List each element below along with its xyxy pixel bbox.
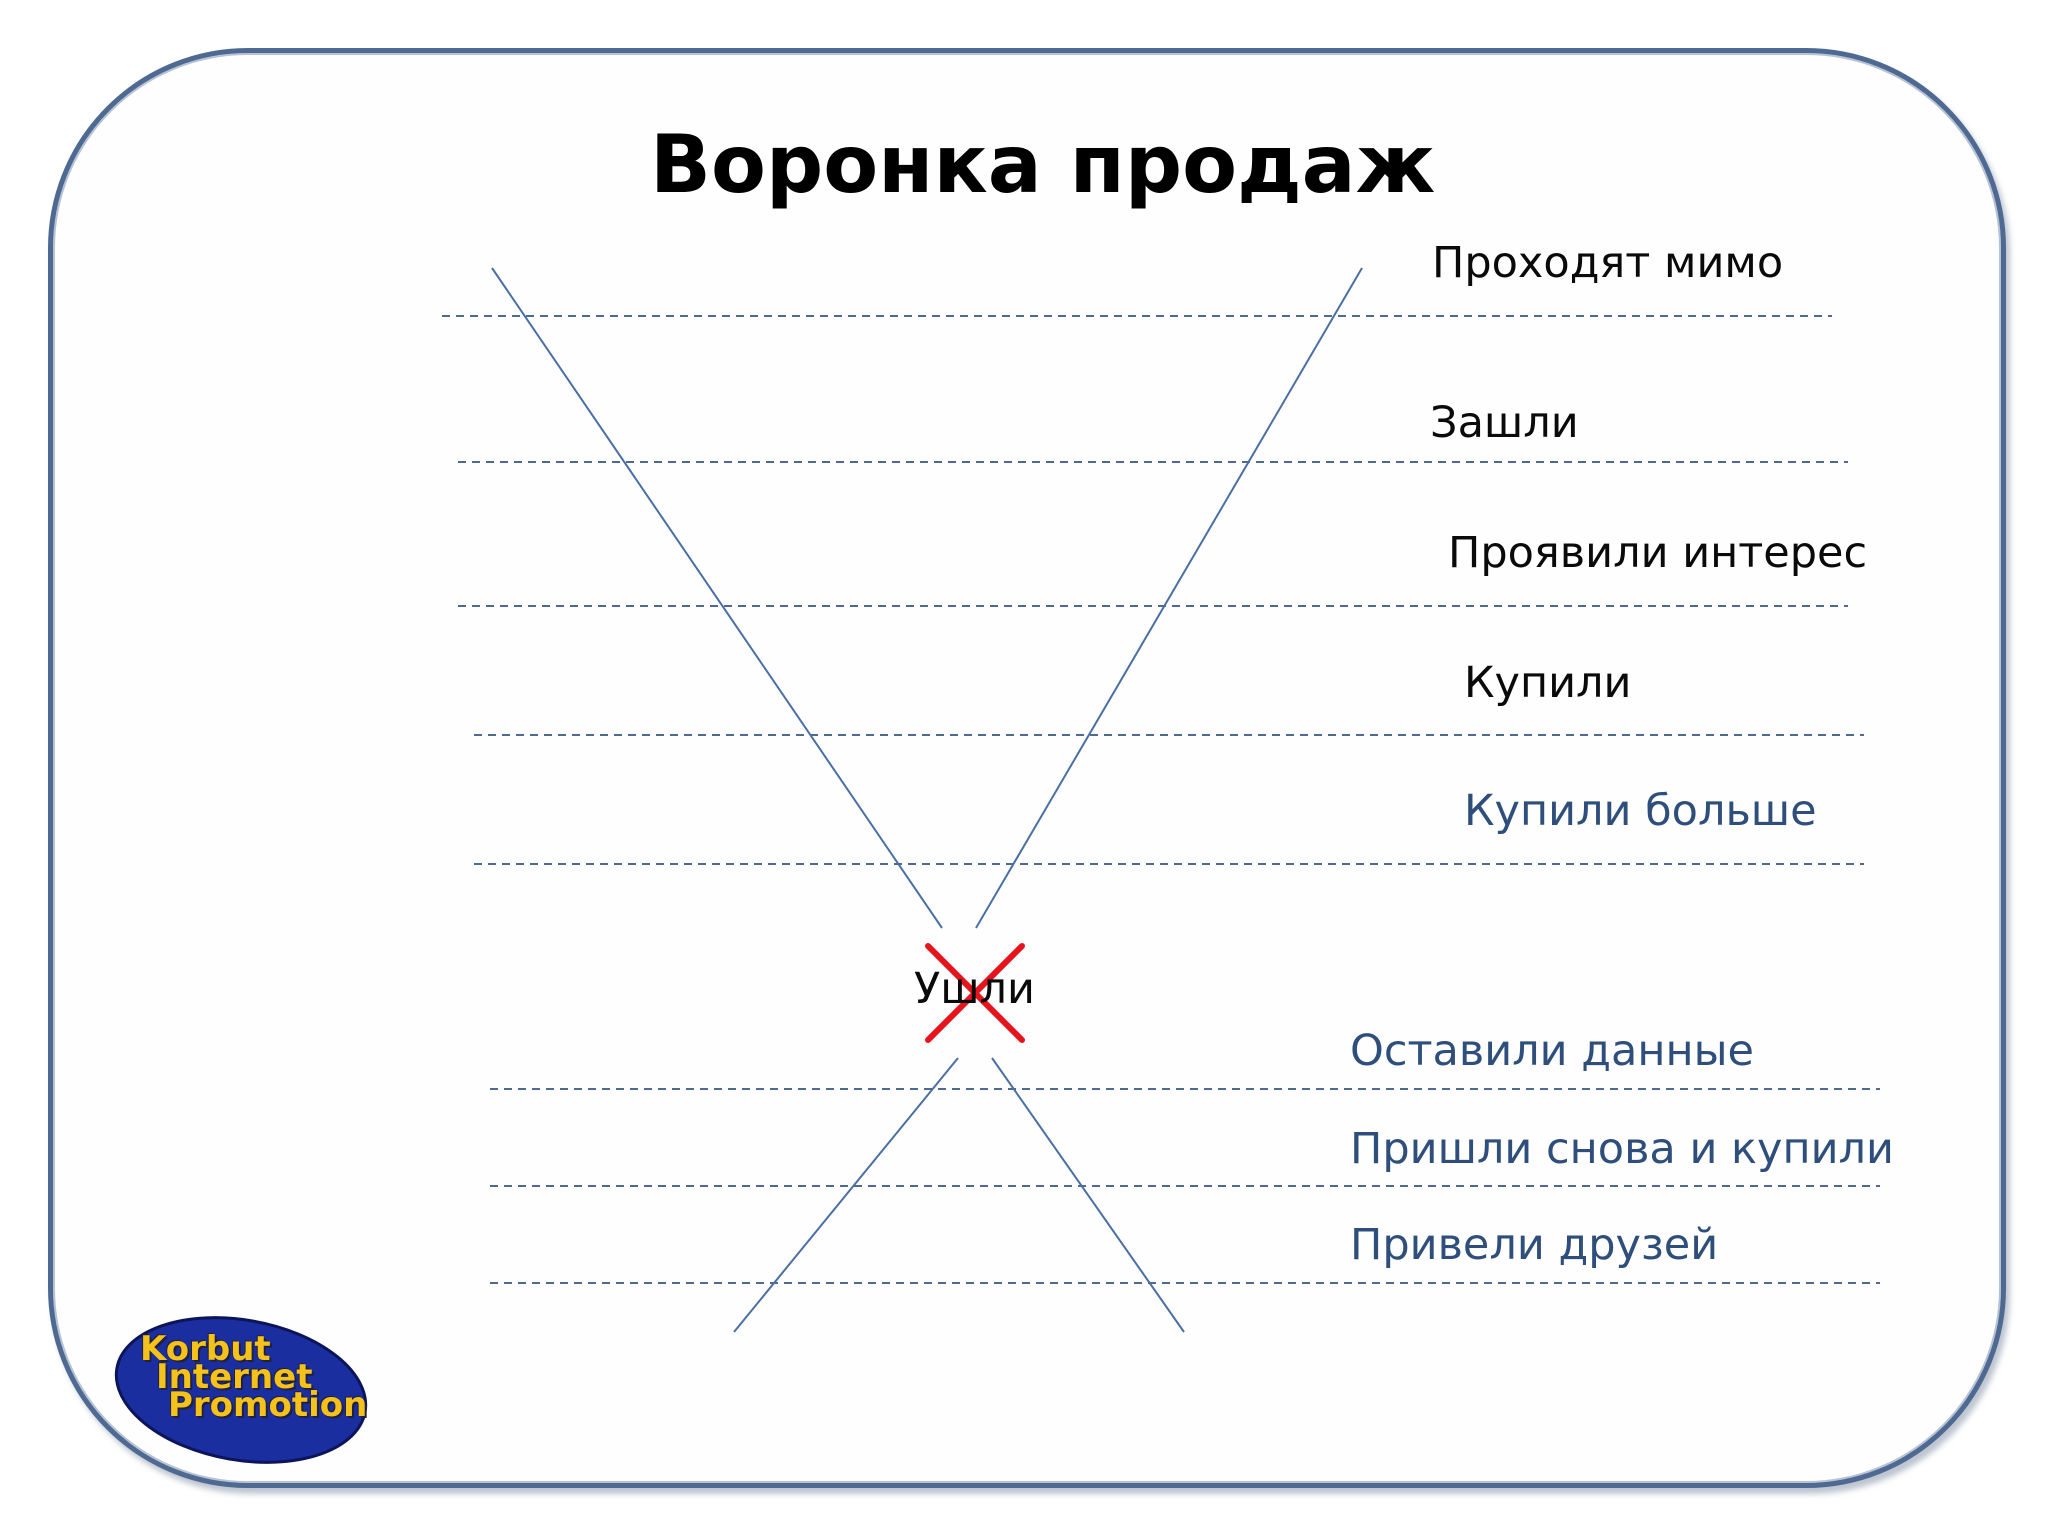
level-label-referred: Привели друзей	[1350, 1220, 1719, 1270]
funnel-right-upper	[975, 267, 1363, 929]
logo-line-1: Korbut	[140, 1329, 271, 1369]
page-title: Воронка продаж	[650, 118, 1436, 211]
level-label-bought: Купили	[1464, 658, 1632, 708]
level-label-returned: Пришли снова и купили	[1350, 1124, 1894, 1174]
company-logo: Korbut Internet Promotion	[112, 1310, 370, 1470]
level-label-bought-more: Купили больше	[1464, 786, 1817, 836]
logo-ellipse-icon	[114, 1316, 368, 1464]
funnel-right-lower	[991, 1057, 1185, 1333]
level-label-passing: Проходят мимо	[1432, 238, 1784, 288]
level-label-left-data: Оставили данные	[1350, 1026, 1754, 1076]
exit-cross-icon	[925, 943, 1025, 1043]
level-label-entered: Зашли	[1430, 398, 1579, 448]
logo-line-2: Internet	[156, 1357, 313, 1397]
funnel-left-upper	[491, 267, 943, 929]
funnel-left-lower	[733, 1057, 959, 1333]
funnel-lines	[491, 267, 1363, 1333]
logo-line-3: Promotion	[168, 1385, 368, 1425]
dashed-level-lines	[442, 315, 1880, 1284]
slide-frame	[48, 48, 2006, 1488]
exit-label: Ушли	[914, 964, 1035, 1014]
level-label-interest: Проявили интерес	[1448, 528, 1868, 578]
